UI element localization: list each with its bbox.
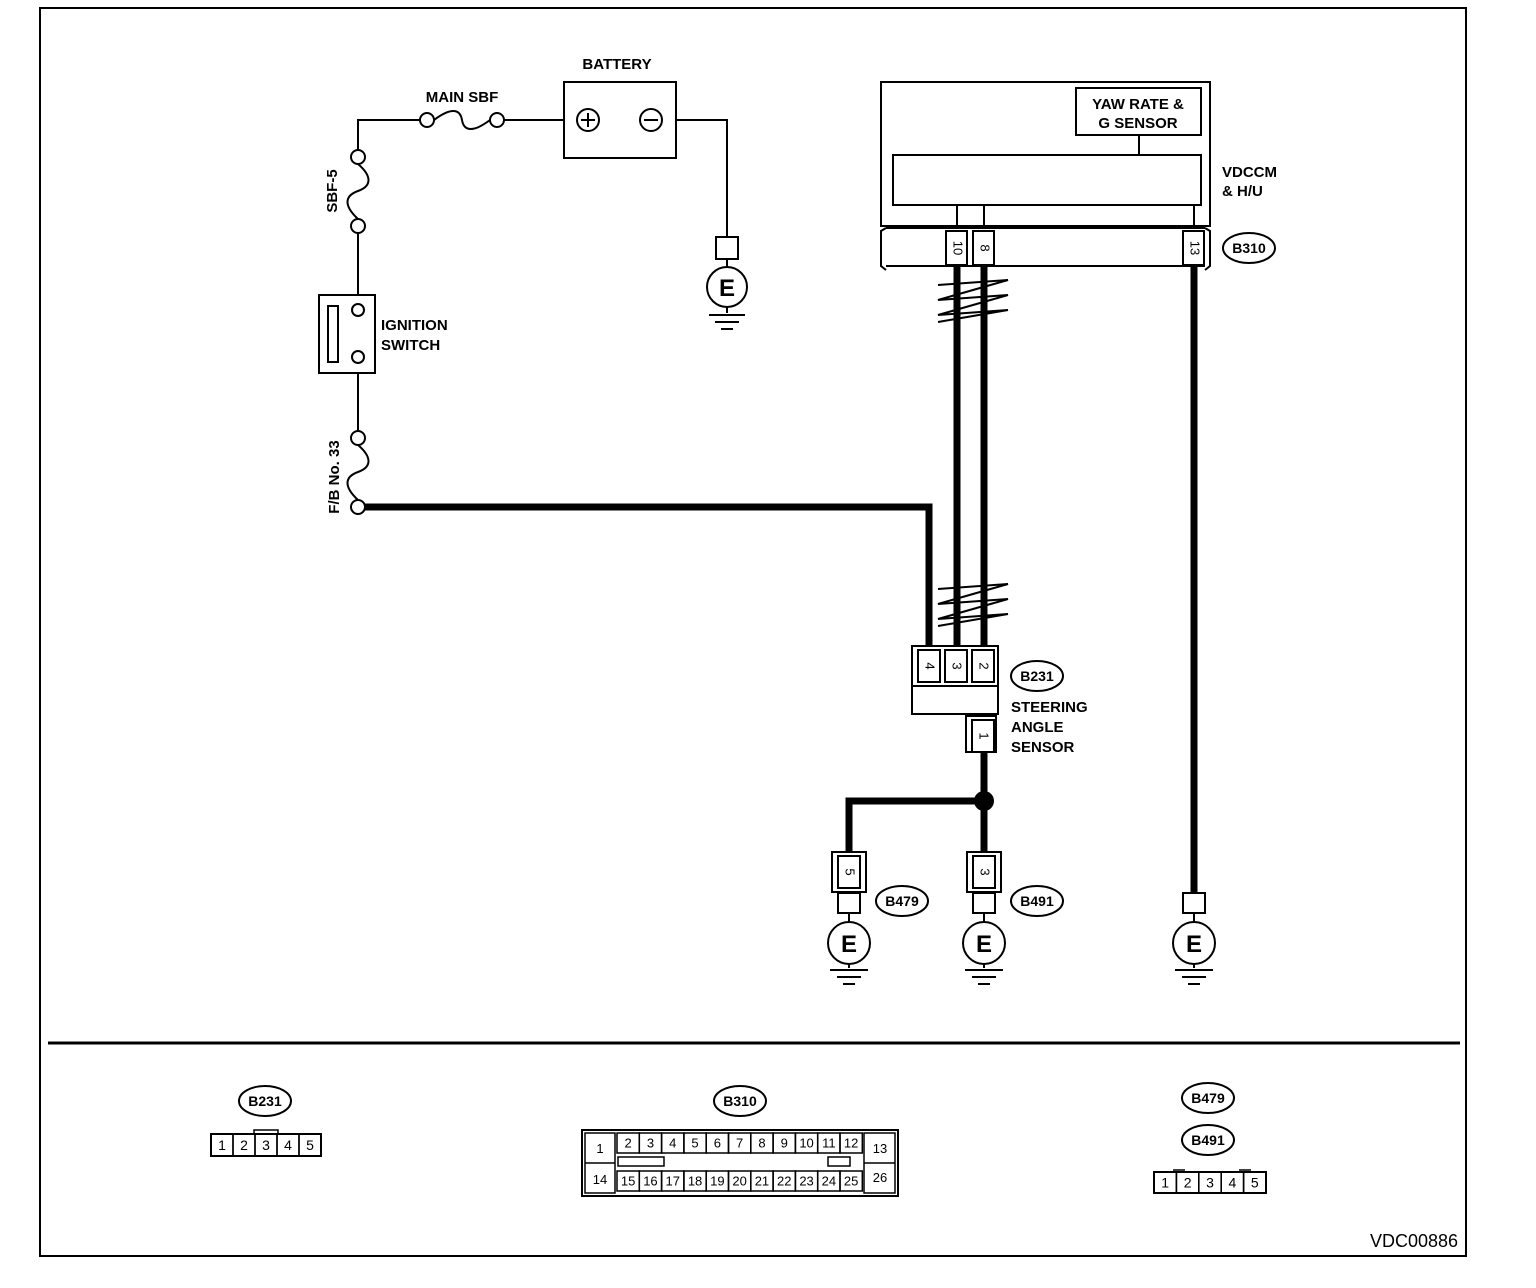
connector-pin-number: 4 xyxy=(1229,1175,1237,1191)
twisted-pair-marker xyxy=(937,279,1009,627)
yaw-sensor-label-line1: YAW RATE & xyxy=(1092,96,1184,113)
connector-pin-number: 1 xyxy=(1161,1175,1169,1191)
svg-text:B491: B491 xyxy=(1020,893,1054,909)
connector-pin-number: 21 xyxy=(755,1174,769,1189)
main-sbf-label: MAIN SBF xyxy=(426,89,499,106)
battery-ground: E xyxy=(706,236,748,330)
b310-face-pin: 26 xyxy=(873,1170,887,1185)
steering-pin-3: 3 xyxy=(950,662,965,669)
connector-pin-number: 5 xyxy=(1251,1175,1259,1191)
connector-pin-number: 20 xyxy=(732,1174,746,1189)
harness-wires xyxy=(365,266,1198,893)
connector-pin-number: 8 xyxy=(758,1136,765,1151)
b491-pin-3: 3 xyxy=(978,868,993,875)
fb33-label: F/B No. 33 xyxy=(326,440,343,513)
connector-tag-b491: B491 xyxy=(1010,885,1064,917)
connector-pin-number: 1 xyxy=(218,1137,226,1153)
steering-sensor-connector xyxy=(911,645,999,753)
svg-text:E: E xyxy=(1186,931,1202,958)
connector-pin-number: 11 xyxy=(822,1136,836,1151)
connector-pin-number: 15 xyxy=(621,1174,635,1189)
connector-pin-number: 18 xyxy=(688,1174,702,1189)
ground-label: E xyxy=(719,275,735,302)
connector-pin-number: 7 xyxy=(736,1136,743,1151)
connector-tag-b231: B231 xyxy=(1010,660,1064,692)
connector-pin-number: 6 xyxy=(714,1136,721,1151)
diagram-frame xyxy=(39,7,1467,1257)
connector-pin-number: 9 xyxy=(781,1136,788,1151)
svg-text:B310: B310 xyxy=(723,1093,757,1109)
ground-b491: E xyxy=(962,851,1006,985)
vdccm-label-line1: VDCCM xyxy=(1222,164,1277,181)
connector-pin-number: 3 xyxy=(1206,1175,1214,1191)
vdccm-unit xyxy=(880,81,1211,271)
svg-text:B231: B231 xyxy=(248,1093,282,1109)
steering-pin-4: 4 xyxy=(923,662,938,669)
connector-pin-cell xyxy=(839,1132,864,1154)
connector-pin-number: 5 xyxy=(306,1137,314,1153)
connector-pin-number: 19 xyxy=(710,1174,724,1189)
steering-pin-2: 2 xyxy=(977,662,992,669)
svg-text:B310: B310 xyxy=(1232,240,1266,256)
connector-pin-number: 4 xyxy=(669,1136,676,1151)
b479-pin-5: 5 xyxy=(843,868,858,875)
figure-code: VDC00886 xyxy=(1370,1231,1458,1251)
ignition-switch-label-line1: IGNITION xyxy=(381,317,448,334)
connector-pin-number: 23 xyxy=(799,1174,813,1189)
connector-pin-cell xyxy=(1242,1171,1267,1194)
connector-pin-number: 3 xyxy=(647,1136,654,1151)
b310-face-pin: 14 xyxy=(593,1172,607,1187)
connector-pin-number: 2 xyxy=(625,1136,632,1151)
connector-pin-number: 2 xyxy=(1184,1175,1192,1191)
b310-face-pin: 1 xyxy=(596,1141,603,1156)
connector-pin-number: 25 xyxy=(844,1174,858,1189)
vdccm-pin-8: 8 xyxy=(978,244,993,251)
vdccm-pin-13: 13 xyxy=(1188,241,1203,255)
battery-label: BATTERY xyxy=(582,56,651,73)
vdccm-pin-10: 10 xyxy=(951,241,966,255)
connector-pin-number: 5 xyxy=(691,1136,698,1151)
steering-sensor-label-line1: STEERING xyxy=(1011,699,1088,716)
ignition-switch-label-line2: SWITCH xyxy=(381,337,440,354)
svg-text:B491: B491 xyxy=(1191,1132,1225,1148)
svg-text:B479: B479 xyxy=(1191,1090,1225,1106)
svg-text:B479: B479 xyxy=(885,893,919,909)
svg-text:E: E xyxy=(976,931,992,958)
sbf5-label: SBF-5 xyxy=(324,169,341,212)
connector-pin-number: 16 xyxy=(643,1174,657,1189)
vdccm-label-line2: & H/U xyxy=(1222,183,1263,200)
connector-tag-b479: B479 xyxy=(875,885,929,917)
connector-tag-b310: B310 xyxy=(1222,232,1276,264)
connector-pin-number: 4 xyxy=(284,1137,292,1153)
connector-pin-number: 24 xyxy=(822,1174,836,1189)
connector-pin-number: 3 xyxy=(262,1137,270,1153)
power-supply-circuit xyxy=(318,81,728,515)
splice-point xyxy=(974,791,994,811)
svg-text:B231: B231 xyxy=(1020,668,1054,684)
steering-pin-1: 1 xyxy=(977,732,992,739)
connector-pin-number: 2 xyxy=(240,1137,248,1153)
ground-vdccm: E xyxy=(1172,892,1216,985)
yaw-sensor-label-line2: G SENSOR xyxy=(1098,115,1177,132)
connector-pin-cell xyxy=(298,1133,322,1157)
steering-sensor-label-line2: ANGLE xyxy=(1011,719,1064,736)
b310-face-pin: 13 xyxy=(873,1141,887,1156)
connector-pin-number: 12 xyxy=(844,1136,858,1151)
connector-pin-number: 10 xyxy=(799,1136,813,1151)
svg-text:E: E xyxy=(841,931,857,958)
steering-sensor-label-line3: SENSOR xyxy=(1011,739,1075,756)
ground-b479: E xyxy=(827,851,871,985)
connector-pin-number: 22 xyxy=(777,1174,791,1189)
connector-pin-cell xyxy=(839,1170,864,1192)
connector-pin-number: 17 xyxy=(666,1174,680,1189)
